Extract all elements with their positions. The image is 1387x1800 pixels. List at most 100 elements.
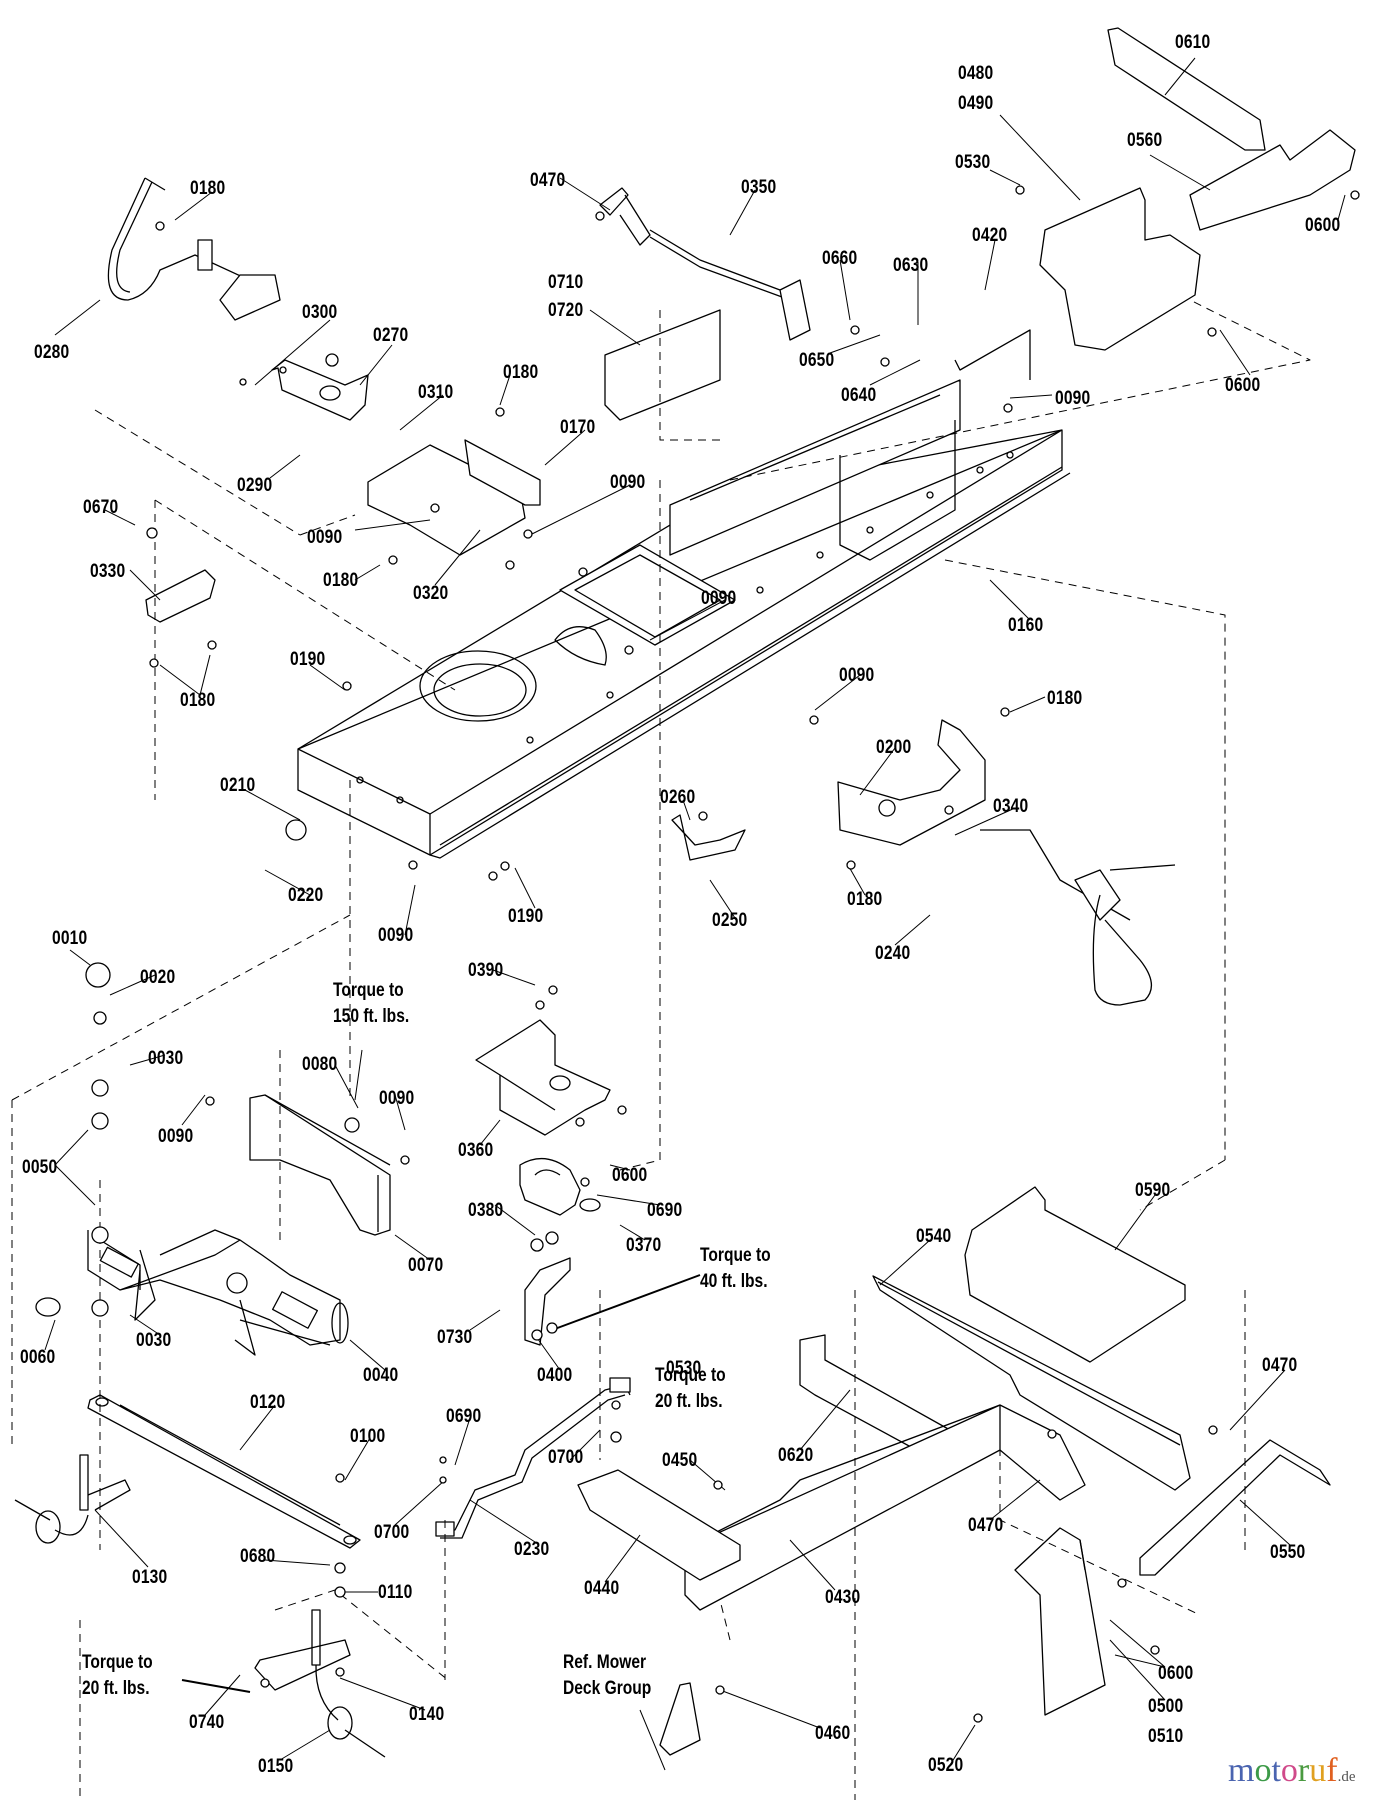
part-label-0340[interactable]: 0340 [993,796,1029,817]
part-label-0600[interactable]: 0600 [612,1165,648,1186]
bracket-0610-part [1107,27,1266,151]
part-label-0160[interactable]: 0160 [1008,615,1044,636]
part-label-0290[interactable]: 0290 [237,475,273,496]
part-label-0670[interactable]: 0670 [83,497,119,518]
part-label-0140[interactable]: 0140 [409,1704,445,1725]
part-label-0710[interactable]: 0710 [548,272,584,293]
part-label-0300[interactable]: 0300 [302,302,338,323]
part-label-0280[interactable]: 0280 [34,342,70,363]
part-label-0660[interactable]: 0660 [822,248,858,269]
part-label-0560[interactable]: 0560 [1127,130,1163,151]
assembly-dashed-lines [11,299,1311,1800]
part-label-0600[interactable]: 0600 [1158,1663,1194,1684]
part-label-0360[interactable]: 0360 [458,1140,494,1161]
part-label-0310[interactable]: 0310 [418,382,454,403]
part-label-0470[interactable]: 0470 [530,170,566,191]
part-label-0080[interactable]: 0080 [302,1054,338,1075]
part-label-0190[interactable]: 0190 [508,906,544,927]
part-label-0200[interactable]: 0200 [876,737,912,758]
part-label-0370[interactable]: 0370 [626,1235,662,1256]
part-label-0090[interactable]: 0090 [1055,388,1091,409]
part-label-0350[interactable]: 0350 [741,177,777,198]
part-label-0090[interactable]: 0090 [379,1088,415,1109]
part-label-0460[interactable]: 0460 [815,1723,851,1744]
annotation-line-1: Torque to [333,980,404,1001]
part-label-0260[interactable]: 0260 [660,787,696,808]
part-label-0720[interactable]: 0720 [548,300,584,321]
part-label-0050[interactable]: 0050 [22,1157,58,1178]
part-label-0380[interactable]: 0380 [468,1200,504,1221]
annotation-line-1: Torque to [700,1245,771,1266]
part-label-0150[interactable]: 0150 [258,1756,294,1777]
part-label-0470[interactable]: 0470 [968,1515,1004,1536]
part-label-0040[interactable]: 0040 [363,1365,399,1386]
part-label-0610[interactable]: 0610 [1175,32,1211,53]
part-label-0740[interactable]: 0740 [189,1712,225,1733]
part-label-0490[interactable]: 0490 [958,93,994,114]
part-label-0240[interactable]: 0240 [875,943,911,964]
part-label-0210[interactable]: 0210 [220,775,256,796]
part-label-0180[interactable]: 0180 [323,570,359,591]
part-label-0530[interactable]: 0530 [666,1358,702,1379]
part-label-0220[interactable]: 0220 [288,885,324,906]
part-label-0550[interactable]: 0550 [1270,1542,1306,1563]
part-label-0320[interactable]: 0320 [413,583,449,604]
part-label-0430[interactable]: 0430 [825,1587,861,1608]
part-label-0690[interactable]: 0690 [647,1200,683,1221]
part-label-0090[interactable]: 0090 [378,925,414,946]
part-label-0270[interactable]: 0270 [373,325,409,346]
part-label-0170[interactable]: 0170 [560,417,596,438]
part-label-0250[interactable]: 0250 [712,910,748,931]
part-label-0470[interactable]: 0470 [1262,1355,1298,1376]
part-label-0090[interactable]: 0090 [610,472,646,493]
part-label-0520[interactable]: 0520 [928,1755,964,1776]
part-label-0230[interactable]: 0230 [514,1539,550,1560]
part-label-0510[interactable]: 0510 [1148,1726,1184,1747]
part-label-0530[interactable]: 0530 [955,152,991,173]
part-label-0060[interactable]: 0060 [20,1347,56,1368]
logo-letter: r [1297,1752,1310,1789]
part-label-0620[interactable]: 0620 [778,1445,814,1466]
part-label-0390[interactable]: 0390 [468,960,504,981]
part-label-0090[interactable]: 0090 [307,527,343,548]
part-label-0120[interactable]: 0120 [250,1392,286,1413]
part-label-0590[interactable]: 0590 [1135,1180,1171,1201]
part-label-0030[interactable]: 0030 [148,1048,184,1069]
part-label-0330[interactable]: 0330 [90,561,126,582]
part-label-0700[interactable]: 0700 [374,1522,410,1543]
part-label-0180[interactable]: 0180 [847,889,883,910]
part-label-0420[interactable]: 0420 [972,225,1008,246]
part-label-0730[interactable]: 0730 [437,1327,473,1348]
part-label-0400[interactable]: 0400 [537,1365,573,1386]
part-label-0680[interactable]: 0680 [240,1546,276,1567]
part-label-0090[interactable]: 0090 [839,665,875,686]
part-label-0650[interactable]: 0650 [799,350,835,371]
part-label-0190[interactable]: 0190 [290,649,326,670]
part-label-0180[interactable]: 0180 [1047,688,1083,709]
part-label-0600[interactable]: 0600 [1305,215,1341,236]
part-label-0010[interactable]: 0010 [52,928,88,949]
part-label-0440[interactable]: 0440 [584,1578,620,1599]
part-label-0500[interactable]: 0500 [1148,1696,1184,1717]
part-label-0020[interactable]: 0020 [140,967,176,988]
part-label-0700[interactable]: 0700 [548,1447,584,1468]
part-label-0600[interactable]: 0600 [1225,375,1261,396]
part-label-0070[interactable]: 0070 [408,1255,444,1276]
part-label-0540[interactable]: 0540 [916,1226,952,1247]
part-label-0630[interactable]: 0630 [893,255,929,276]
part-label-0180[interactable]: 0180 [190,178,226,199]
part-label-0030[interactable]: 0030 [136,1330,172,1351]
steering-sector-part [519,1158,601,1216]
part-label-0130[interactable]: 0130 [132,1567,168,1588]
part-label-0640[interactable]: 0640 [841,385,877,406]
rear-frame-0430-part [684,1404,1086,1611]
part-label-0180[interactable]: 0180 [503,362,539,383]
part-label-0180[interactable]: 0180 [180,690,216,711]
part-label-0690[interactable]: 0690 [446,1406,482,1427]
part-label-0100[interactable]: 0100 [350,1426,386,1447]
part-label-0090[interactable]: 0090 [701,588,737,609]
part-label-0450[interactable]: 0450 [662,1450,698,1471]
part-label-0110[interactable]: 0110 [378,1582,413,1603]
part-label-0090[interactable]: 0090 [158,1126,194,1147]
part-label-0480[interactable]: 0480 [958,63,994,84]
